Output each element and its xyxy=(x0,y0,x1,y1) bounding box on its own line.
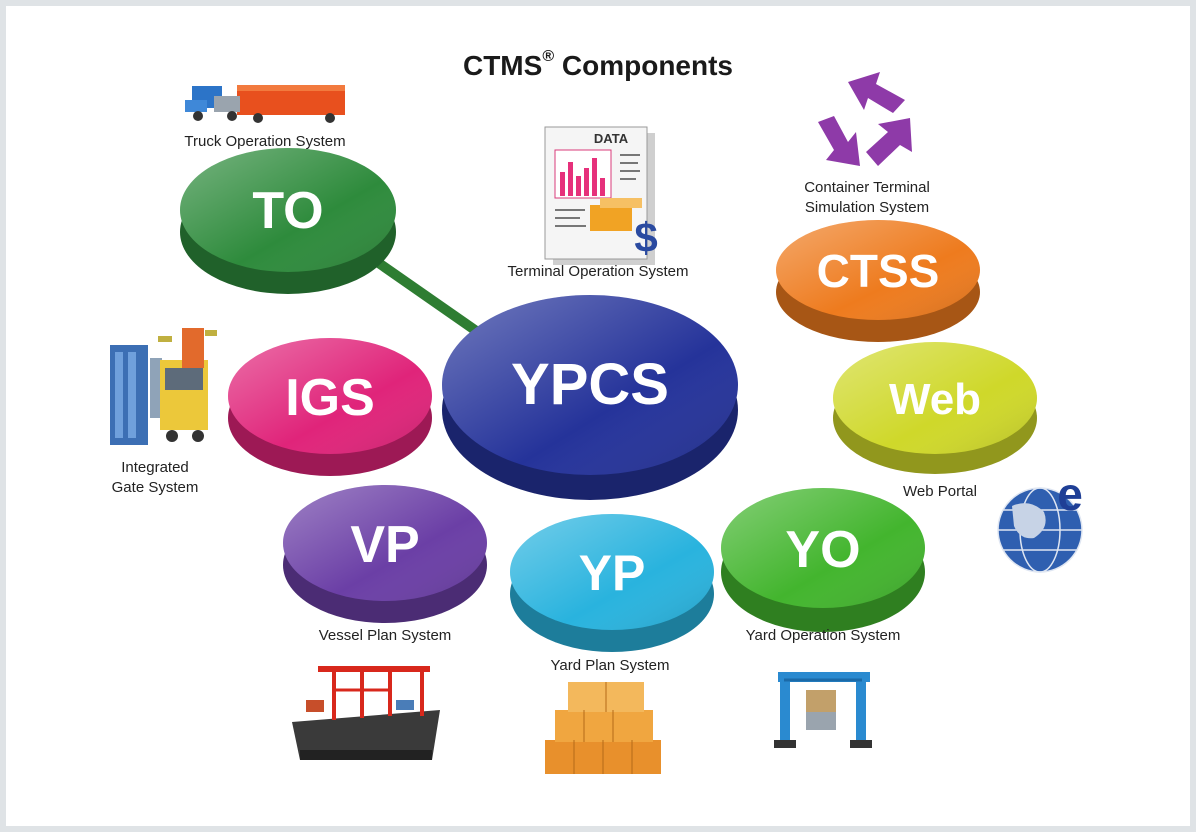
disc-ypcs[interactable]: YPCS xyxy=(442,295,738,500)
disc-igs[interactable]: IGS xyxy=(228,338,432,476)
disc-to[interactable]: TO xyxy=(180,148,396,294)
disc-web-label: Web xyxy=(889,375,981,424)
disc-ctss[interactable]: CTSS xyxy=(776,220,980,342)
gate-icon xyxy=(110,328,217,445)
crane-icon xyxy=(774,672,872,748)
disc-yp[interactable]: YP xyxy=(510,514,714,652)
ship-icon xyxy=(292,666,440,760)
disc-yo-label: YO xyxy=(785,521,860,579)
recycle-icon xyxy=(818,72,912,166)
disc-yo[interactable]: YO xyxy=(721,488,925,632)
disc-yp-label: YP xyxy=(579,545,646,601)
caption-web: Web Portal xyxy=(903,483,977,500)
caption-vp: Vessel Plan System xyxy=(318,627,452,644)
globe-icon: e xyxy=(997,468,1083,573)
boxes-icon xyxy=(545,682,661,774)
caption-terminal: Terminal Operation System xyxy=(507,263,689,280)
caption-ctss: Container Terminal Simulation System xyxy=(804,179,930,216)
disc-ctss-label: CTSS xyxy=(817,245,940,297)
caption-yo: Yard Operation System xyxy=(745,627,901,644)
disc-ypcs-label: YPCS xyxy=(511,352,669,417)
connector-to-ypcs xyxy=(355,245,487,340)
caption-yp: Yard Plan System xyxy=(550,657,670,674)
disc-vp-label: VP xyxy=(350,516,419,574)
diagram-title: CTMS® Components xyxy=(462,48,733,81)
disc-to-label: TO xyxy=(252,182,323,240)
truck-icon xyxy=(185,85,345,123)
disc-web[interactable]: Web xyxy=(833,342,1037,474)
caption-igs: Integrated Gate System xyxy=(111,459,199,496)
caption-to: Truck Operation System xyxy=(184,133,346,150)
document-icon: DATA $ xyxy=(544,126,658,265)
disc-igs-label: IGS xyxy=(285,369,375,427)
svg-text:DATA: DATA xyxy=(594,131,629,146)
svg-text:$: $ xyxy=(634,214,657,261)
disc-vp[interactable]: VP xyxy=(283,485,487,623)
svg-text:e: e xyxy=(1057,468,1083,520)
